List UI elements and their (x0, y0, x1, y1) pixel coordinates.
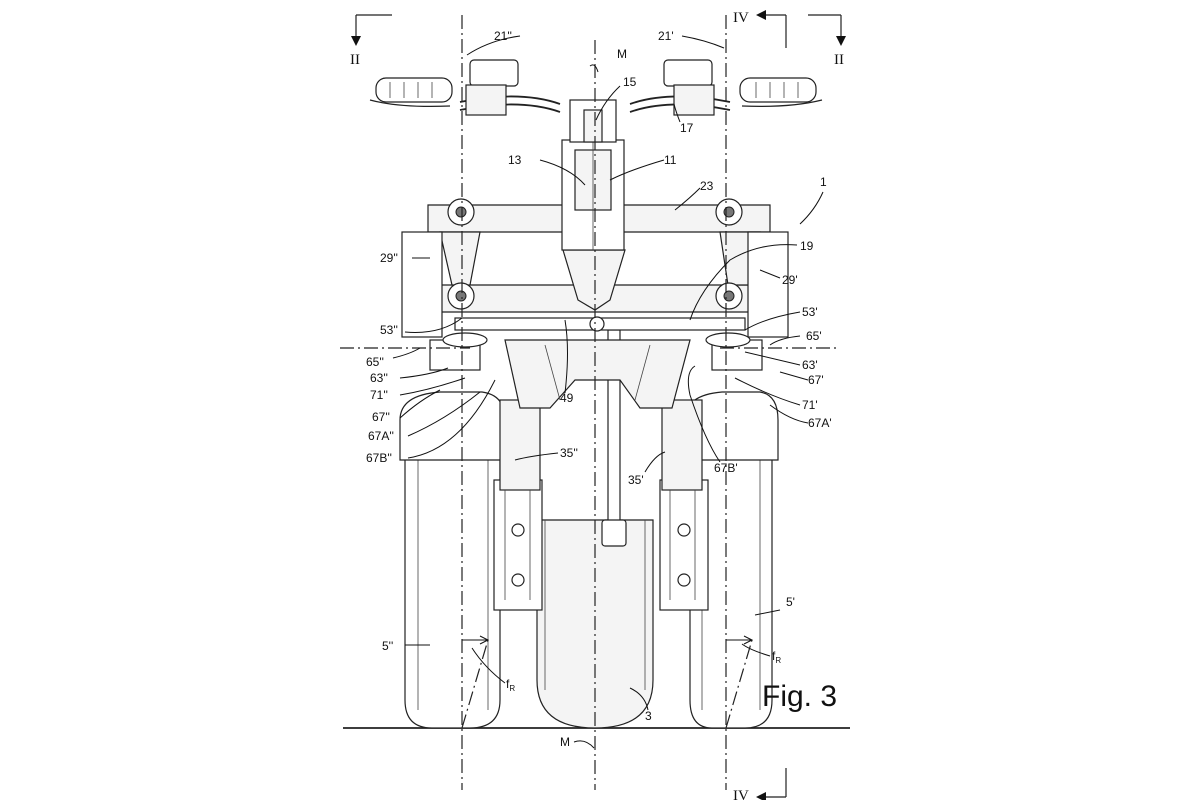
label-53b: 53' (802, 305, 818, 319)
bearing-left-53 (442, 332, 488, 348)
label-49: 49 (560, 391, 574, 405)
label-67a: 67'' (372, 410, 390, 424)
label-35a: 35'' (560, 446, 578, 460)
view-label-top: IV (733, 10, 749, 26)
label-67Ba: 67B'' (366, 451, 392, 465)
frame-lower (504, 339, 691, 409)
label-35b: 35' (628, 473, 644, 487)
upright-left-29 (401, 231, 443, 338)
label-29a: 29'' (380, 251, 398, 265)
label-M-top: M (617, 47, 627, 61)
handlebar (459, 59, 731, 116)
leader-lines (392, 35, 824, 749)
section-label-right: II (834, 52, 844, 68)
label-71b: 71' (802, 398, 818, 412)
label-13: 13 (508, 153, 522, 167)
label-11: 11 (664, 153, 677, 167)
label-67b: 67' (808, 373, 824, 387)
label-fR-right: fR (772, 649, 781, 665)
camber-line-right (725, 639, 753, 729)
label-3: 3 (645, 709, 652, 723)
label-67Bb: 67B' (714, 461, 738, 475)
label-63b: 63' (802, 358, 818, 372)
label-67Ab: 67A' (808, 416, 832, 430)
grip-left (369, 77, 453, 107)
front-wheel-left (404, 409, 501, 729)
mudguard-left (399, 391, 506, 461)
section-label-left: II (350, 52, 360, 68)
label-53a: 53'' (380, 323, 398, 337)
label-29b: 29' (782, 273, 798, 287)
fork-right-35 (659, 399, 709, 611)
section-mark-right: II (808, 14, 846, 68)
label-23: 23 (700, 179, 714, 193)
section-mark-left: II (350, 14, 392, 68)
label-65b: 65' (806, 329, 822, 343)
label-63a: 63'' (370, 371, 388, 385)
steering-shaft-15 (569, 99, 617, 143)
steering-head-11-13 (561, 139, 625, 251)
cross-bar-19 (454, 316, 746, 332)
label-19: 19 (800, 239, 814, 253)
view-mark-top: IV (733, 10, 787, 48)
view-mark-bottom: IV (733, 768, 787, 800)
label-M-bottom: M (560, 735, 570, 749)
label-65a: 65'' (366, 355, 384, 369)
view-label-bottom: IV (733, 788, 749, 800)
label-5b: 5' (786, 595, 795, 609)
label-21b: 21' (658, 29, 674, 43)
label-1: 1 (820, 175, 827, 189)
bearing-right-53 (705, 332, 751, 348)
label-fR-left: fR (506, 677, 515, 693)
reference-labels: 21'' 21' M 15 17 13 11 23 1 19 29'' 29' … (366, 29, 832, 749)
figure-caption: Fig. 3 (762, 680, 837, 713)
label-5a: 5'' (382, 639, 393, 653)
grip-right (739, 77, 823, 107)
fork-left-35 (493, 399, 543, 611)
label-71a: 71'' (370, 388, 388, 402)
label-67Aa: 67A'' (368, 429, 394, 443)
label-21a: 21'' (494, 29, 512, 43)
label-17: 17 (680, 121, 694, 135)
camber-line-left (461, 639, 489, 729)
label-15: 15 (623, 75, 637, 89)
